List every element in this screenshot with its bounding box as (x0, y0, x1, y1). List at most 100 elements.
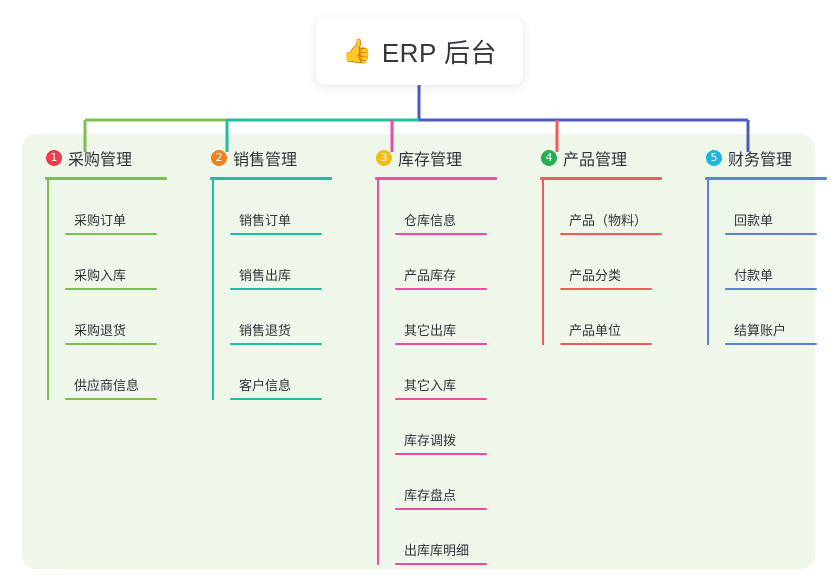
list-item-underline (65, 288, 157, 290)
branch-number-badge: 3 (376, 150, 392, 166)
branch-column-3: 3 库存管理仓库信息产品库存其它出库其它入库库存调拨库存盘点出库库明细 (360, 146, 520, 565)
list-item-label: 库存盘点 (404, 488, 457, 503)
branch-header-1[interactable]: 1 采购管理 (30, 146, 190, 170)
list-item[interactable]: 采购退货 (65, 290, 190, 345)
branch-column-2: 2 销售管理销售订单销售出库销售退货客户信息 (195, 146, 355, 400)
branch-items: 采购订单采购入库采购退货供应商信息 (47, 180, 190, 400)
list-item-underline (65, 233, 157, 235)
root-title: ERP 后台 (381, 37, 498, 68)
branch-title: 库存管理 (398, 152, 463, 169)
list-item-label: 结算账户 (734, 323, 787, 338)
branch-title: 产品管理 (563, 152, 628, 169)
branch-column-5: 5 财务管理回款单付款单结算账户 (690, 146, 839, 345)
list-item-label: 采购入库 (74, 268, 127, 283)
branch-header-underline (540, 177, 662, 180)
branch-spine (542, 180, 544, 345)
branch-items: 销售订单销售出库销售退货客户信息 (212, 180, 355, 400)
list-item-label: 销售出库 (239, 268, 292, 283)
list-item[interactable]: 采购入库 (65, 235, 190, 290)
list-item[interactable]: 产品分类 (560, 235, 685, 290)
list-item-label: 产品（物料） (569, 213, 648, 228)
branch-column-4: 4 产品管理产品（物料） 产品分类产品单位 (525, 146, 685, 345)
list-item-underline (230, 398, 322, 400)
root-node[interactable]: 👍 ERP 后台 (316, 17, 523, 85)
branch-spine (377, 180, 379, 565)
branch-items: 产品（物料） 产品分类产品单位 (542, 180, 685, 345)
list-item[interactable]: 采购订单 (65, 180, 190, 235)
list-item-label: 仓库信息 (404, 213, 457, 228)
branch-header-underline (45, 177, 167, 180)
list-item[interactable]: 销售出库 (230, 235, 355, 290)
list-item-label: 销售退货 (239, 323, 292, 338)
list-item[interactable]: 库存盘点 (395, 455, 520, 510)
list-item-underline (65, 343, 157, 345)
list-item-label: 产品分类 (569, 268, 622, 283)
thumbs-up-icon: 👍 (341, 38, 372, 65)
branch-number-badge: 5 (706, 150, 722, 166)
list-item-label: 其它入库 (404, 378, 457, 393)
list-item[interactable]: 产品（物料） (560, 180, 685, 235)
list-item[interactable]: 产品单位 (560, 290, 685, 345)
list-item-underline (395, 288, 487, 290)
list-item[interactable]: 客户信息 (230, 345, 355, 400)
list-item[interactable]: 其它入库 (395, 345, 520, 400)
branch-title: 采购管理 (68, 152, 133, 169)
list-item-underline (230, 288, 322, 290)
branch-header-underline (210, 177, 332, 180)
branch-number-badge: 4 (541, 150, 557, 166)
list-item-underline (725, 233, 817, 235)
list-item-underline (560, 343, 652, 345)
list-item-underline (395, 398, 487, 400)
branch-spine (212, 180, 214, 400)
branch-header-5[interactable]: 5 财务管理 (690, 146, 839, 170)
list-item[interactable]: 结算账户 (725, 290, 839, 345)
branch-number-badge: 2 (211, 150, 227, 166)
list-item-label: 销售订单 (239, 213, 292, 228)
list-item[interactable]: 出库库明细 (395, 510, 520, 565)
list-item[interactable]: 供应商信息 (65, 345, 190, 400)
list-item[interactable]: 销售退货 (230, 290, 355, 345)
list-item-underline (395, 563, 487, 565)
list-item-label: 采购退货 (74, 323, 127, 338)
branch-header-underline (705, 177, 827, 180)
list-item[interactable]: 付款单 (725, 235, 839, 290)
list-item-label: 其它出库 (404, 323, 457, 338)
list-item-label: 产品单位 (569, 323, 622, 338)
list-item-label: 库存调拨 (404, 433, 457, 448)
list-item-underline (395, 453, 487, 455)
list-item-label: 付款单 (734, 268, 774, 283)
list-item-underline (395, 233, 487, 235)
branch-header-2[interactable]: 2 销售管理 (195, 146, 355, 170)
diagram-background-panel (22, 134, 815, 569)
branch-header-3[interactable]: 3 库存管理 (360, 146, 520, 170)
list-item-label: 客户信息 (239, 378, 292, 393)
list-item-label: 产品库存 (404, 268, 457, 283)
branch-header-4[interactable]: 4 产品管理 (525, 146, 685, 170)
list-item[interactable]: 回款单 (725, 180, 839, 235)
list-item[interactable]: 销售订单 (230, 180, 355, 235)
list-item-underline (65, 398, 157, 400)
list-item[interactable]: 仓库信息 (395, 180, 520, 235)
list-item-underline (725, 288, 817, 290)
branch-title: 财务管理 (728, 152, 793, 169)
list-item-underline (230, 233, 322, 235)
list-item-underline (230, 343, 322, 345)
branch-items: 仓库信息产品库存其它出库其它入库库存调拨库存盘点出库库明细 (377, 180, 520, 565)
list-item-underline (560, 233, 662, 235)
list-item-label: 供应商信息 (74, 378, 140, 393)
list-item-label: 采购订单 (74, 213, 127, 228)
list-item[interactable]: 其它出库 (395, 290, 520, 345)
branch-column-1: 1 采购管理采购订单采购入库采购退货供应商信息 (30, 146, 190, 400)
list-item-label: 回款单 (734, 213, 774, 228)
branch-spine (47, 180, 49, 400)
list-item[interactable]: 产品库存 (395, 235, 520, 290)
branch-number-badge: 1 (46, 150, 62, 166)
list-item-underline (560, 288, 652, 290)
list-item-underline (395, 343, 487, 345)
branch-spine (707, 180, 709, 345)
list-item[interactable]: 库存调拨 (395, 400, 520, 455)
branch-header-underline (375, 177, 497, 180)
list-item-label: 出库库明细 (404, 543, 470, 558)
branch-title: 销售管理 (233, 152, 298, 169)
